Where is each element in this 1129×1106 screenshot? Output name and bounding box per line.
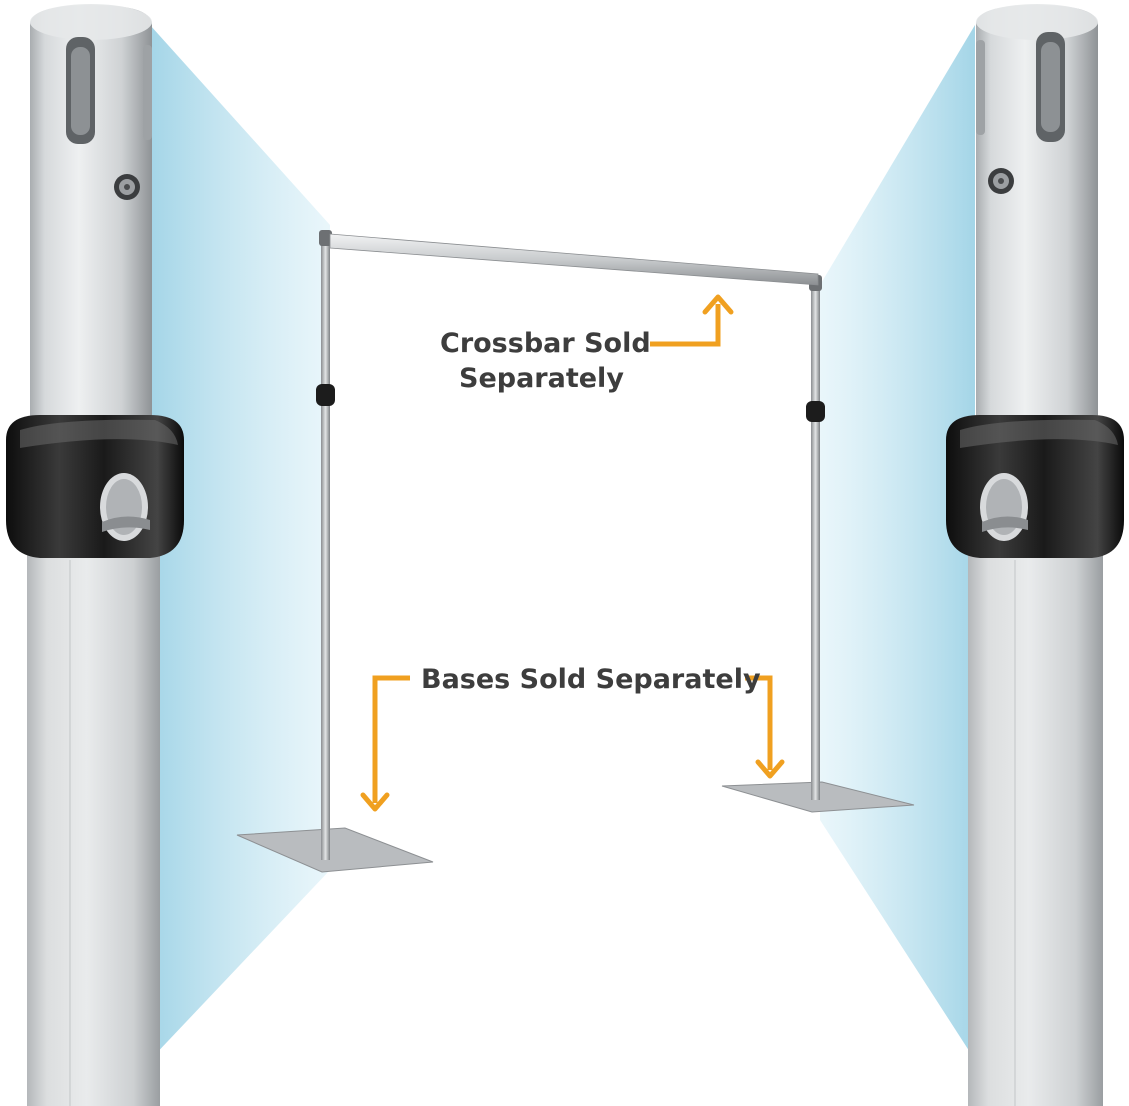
- right-upright-collar: [806, 401, 825, 422]
- crossbar-callout-line1: Crossbar Sold: [440, 328, 651, 359]
- crossbar-arrow-icon: [650, 294, 734, 347]
- crossbar-callout-line2: Separately: [459, 363, 624, 394]
- left-pole-closeup: [6, 4, 184, 1106]
- right-upright: [811, 280, 820, 800]
- bases-left-arrow-icon: [360, 675, 410, 812]
- bases-callout: Bases Sold Separately: [421, 664, 761, 695]
- crossbar: [329, 233, 819, 286]
- pipe-drape-frame: [236, 230, 915, 873]
- left-base-plate: [236, 827, 434, 873]
- left-upright-collar: [316, 384, 335, 406]
- left-zoom-beam: [150, 25, 330, 1060]
- right-pole-closeup: [946, 4, 1124, 1106]
- left-upright: [321, 235, 330, 860]
- bases-right-arrow-icon: [745, 675, 785, 779]
